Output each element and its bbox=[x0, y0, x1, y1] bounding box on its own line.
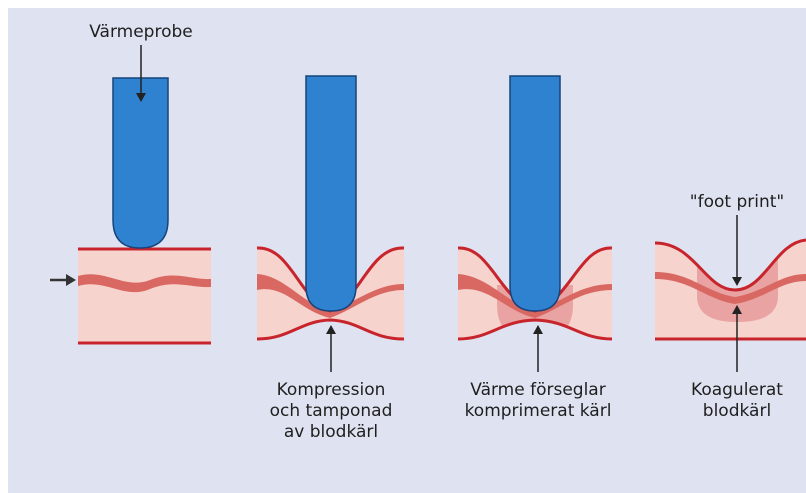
label-coagulated-line-2: blodkärl bbox=[703, 401, 771, 421]
heat-probe-1 bbox=[113, 78, 168, 248]
label-sealing-line-2: komprimerat kärl bbox=[465, 401, 612, 421]
label-probe: Värmeprobe bbox=[89, 22, 193, 42]
heat-probe-3 bbox=[510, 76, 560, 311]
label-footprint: "foot print" bbox=[690, 192, 784, 212]
label-sealing-line-1: Värme förseglar bbox=[470, 380, 605, 400]
heat-probe-2 bbox=[306, 76, 356, 311]
label-coagulated-line-1: Koagulerat bbox=[691, 380, 783, 400]
label-compression-line-3: av blodkärl bbox=[284, 422, 378, 442]
label-compression-line-1: Kompression bbox=[277, 380, 386, 400]
tissue-block-1 bbox=[78, 249, 211, 343]
label-compression-line-2: och tamponad bbox=[270, 401, 393, 421]
